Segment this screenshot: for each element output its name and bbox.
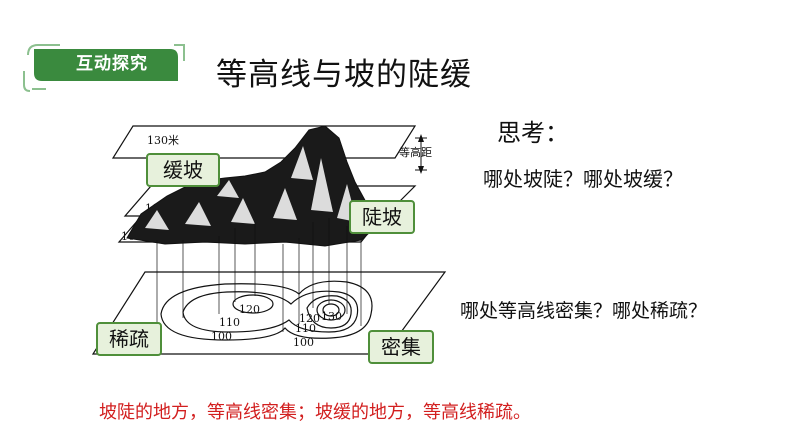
callout-sparse-contours: 稀疏 bbox=[96, 322, 162, 356]
callout-gentle-slope: 缓坡 bbox=[146, 153, 220, 187]
contour-labels: 120 110 100 120 130 110 100 bbox=[211, 303, 342, 349]
callout-dense-contours: 密集 bbox=[368, 330, 434, 364]
contour-diagram: 130米 110米 100米 等高距 120 110 bbox=[91, 125, 447, 355]
page-title: 等高线与坡的陡缓 bbox=[216, 57, 472, 93]
think-heading: 思考： bbox=[497, 119, 569, 147]
svg-text:110: 110 bbox=[219, 316, 240, 329]
section-badge bbox=[23, 44, 185, 92]
question-contour: 哪处等高线密集？哪处稀疏？ bbox=[460, 300, 708, 322]
callout-steep-slope: 陡坡 bbox=[349, 200, 415, 234]
svg-text:120: 120 bbox=[239, 303, 260, 316]
svg-text:130: 130 bbox=[321, 310, 342, 323]
contour-interval-label: 等高距 bbox=[399, 145, 432, 159]
contour-map bbox=[160, 280, 373, 341]
conclusion-text: 坡陡的地方，等高线密集；坡缓的地方，等高线稀疏。 bbox=[99, 402, 531, 423]
plane-label-130: 130米 bbox=[147, 134, 179, 147]
question-slope: 哪处坡陡？哪处坡缓？ bbox=[483, 167, 683, 191]
svg-text:100: 100 bbox=[211, 330, 232, 343]
section-badge-label: 互动探究 bbox=[76, 54, 148, 74]
svg-text:100: 100 bbox=[293, 336, 314, 349]
svg-text:120: 120 bbox=[299, 312, 320, 325]
plane-130 bbox=[111, 125, 417, 159]
svg-text:110: 110 bbox=[295, 322, 316, 335]
